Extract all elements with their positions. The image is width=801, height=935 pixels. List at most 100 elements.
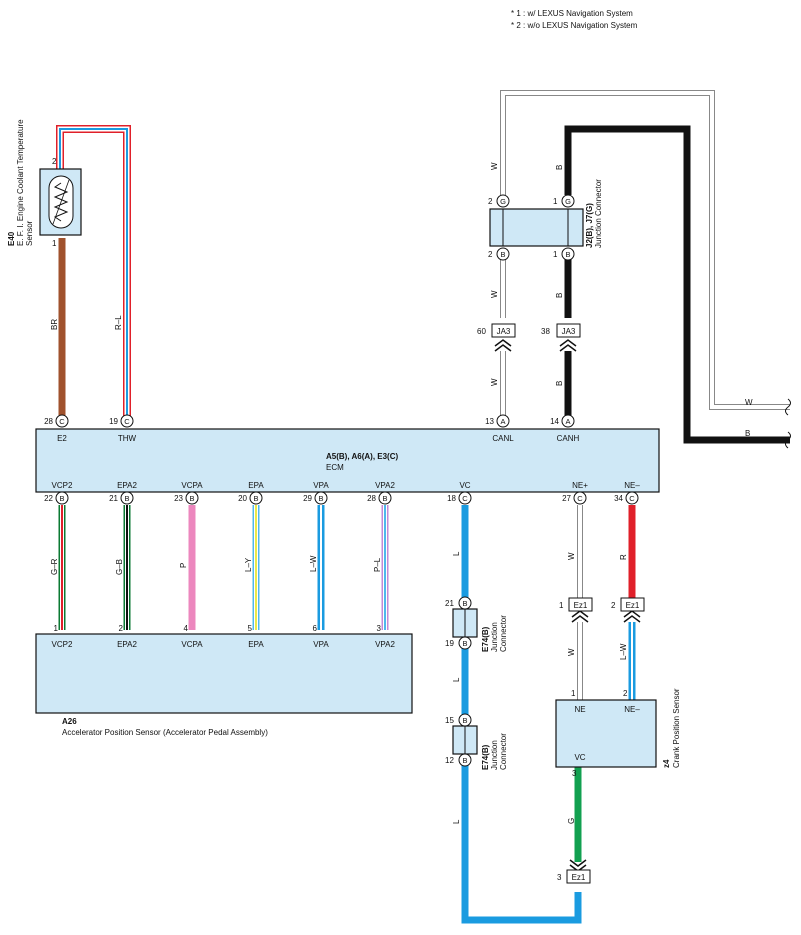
ecm-top-pin-label: E2 bbox=[57, 434, 67, 443]
ez1-tag-2 bbox=[620, 597, 645, 612]
svg-text:Ez1: Ez1 bbox=[626, 601, 640, 610]
ecm-top-pin-conn: A bbox=[565, 417, 570, 426]
svg-text:Connector: Connector bbox=[499, 615, 508, 652]
svg-text:L–Y: L–Y bbox=[244, 557, 253, 572]
svg-text:B: B bbox=[565, 250, 570, 259]
svg-text:JA3: JA3 bbox=[497, 327, 511, 336]
ecm-top-pin-conn: C bbox=[59, 417, 65, 426]
wire-canl-w bbox=[500, 90, 790, 410]
svg-text:R: R bbox=[619, 554, 628, 560]
ecm-top-pin-label: THW bbox=[118, 434, 137, 443]
svg-text:G–R: G–R bbox=[50, 558, 59, 575]
label-b-3: B bbox=[555, 381, 564, 386]
ecm-bottom-pin-num: 22 bbox=[44, 494, 53, 503]
jc-pin-b-left bbox=[496, 247, 510, 261]
svg-text:38: 38 bbox=[541, 327, 550, 336]
ecm-top-pin-0 bbox=[55, 414, 69, 428]
ecm-bottom-pin-3 bbox=[249, 491, 263, 505]
chevron-icon-ez1-2 bbox=[623, 610, 641, 623]
ecm-top-pin-num: 19 bbox=[109, 417, 118, 426]
ecm-bottom-pin-conn: C bbox=[629, 494, 635, 503]
a26-pin-num: 2 bbox=[119, 624, 124, 633]
jc-pin-g-left bbox=[496, 194, 510, 208]
ecm-bottom-pin-num: 29 bbox=[303, 494, 312, 503]
a26-box bbox=[35, 633, 413, 714]
a26-pin-label: VPA2 bbox=[375, 640, 395, 649]
svg-text:3: 3 bbox=[557, 873, 562, 882]
ecm-bottom-pin-num: 27 bbox=[562, 494, 571, 503]
a26-pin-label: VPA bbox=[313, 640, 329, 649]
svg-text:L: L bbox=[452, 677, 461, 682]
ecm-bottom-pin-num: 20 bbox=[238, 494, 247, 503]
ecm-bottom-pin-label: EPA bbox=[248, 481, 264, 490]
ja3-tag-left bbox=[491, 323, 516, 338]
note-2: * 2 : w/o LEXUS Navigation System bbox=[511, 21, 638, 30]
svg-text:3: 3 bbox=[572, 769, 577, 778]
label-rl: R–L bbox=[114, 315, 123, 330]
a26-pin-num: 4 bbox=[184, 624, 189, 633]
ecm-bottom-pin-label: NE+ bbox=[572, 481, 588, 490]
svg-text:W: W bbox=[567, 648, 576, 656]
jc-name: Junction Connector bbox=[594, 179, 603, 248]
svg-text:Junction: Junction bbox=[490, 740, 499, 770]
svg-text:2: 2 bbox=[488, 250, 493, 259]
ecm-bottom-pin-num: 34 bbox=[614, 494, 623, 503]
svg-text:L: L bbox=[452, 551, 461, 556]
ecm-top-pin-2 bbox=[496, 414, 510, 428]
ecm-bottom-pin-conn: C bbox=[577, 494, 583, 503]
svg-text:2: 2 bbox=[488, 197, 493, 206]
ecm-bottom-pin-8 bbox=[625, 491, 639, 505]
label-w-right: W bbox=[745, 398, 753, 407]
svg-text:21: 21 bbox=[445, 599, 454, 608]
ecm-bottom-pin-num: 23 bbox=[174, 494, 183, 503]
ecm-bottom-pin-num: 18 bbox=[447, 494, 456, 503]
ecm-top-pin-num: 28 bbox=[44, 417, 53, 426]
ez1-tag-3 bbox=[566, 869, 591, 884]
note-1: * 1 : w/ LEXUS Navigation System bbox=[511, 9, 633, 18]
ecm-bottom-pin-label: NE– bbox=[624, 481, 640, 490]
jc-code: J2(B), J7(G) bbox=[585, 203, 594, 248]
svg-text:2: 2 bbox=[611, 601, 616, 610]
ez1-tag-1 bbox=[568, 597, 593, 612]
a26-name: Accelerator Position Sensor (Accelerator… bbox=[62, 728, 268, 737]
ecm-bottom-pin-label: VPA bbox=[313, 481, 329, 490]
a26-pin-label: VCPA bbox=[181, 640, 203, 649]
ecm-top-pin-conn: A bbox=[500, 417, 505, 426]
svg-text:G: G bbox=[500, 197, 506, 206]
a26-pin-label: EPA bbox=[248, 640, 264, 649]
a26-pin-label: EPA2 bbox=[117, 640, 137, 649]
svg-text:1: 1 bbox=[553, 197, 558, 206]
label-b-2: B bbox=[555, 293, 564, 298]
ecm-top-pin-num: 14 bbox=[550, 417, 559, 426]
ecm-bottom-pin-7 bbox=[573, 491, 587, 505]
svg-text:60: 60 bbox=[477, 327, 486, 336]
svg-text:15: 15 bbox=[445, 716, 454, 725]
a26-code: A26 bbox=[62, 717, 77, 726]
svg-text:P–L: P–L bbox=[373, 557, 382, 572]
svg-text:2: 2 bbox=[623, 689, 628, 698]
svg-text:B: B bbox=[462, 756, 467, 765]
svg-text:NE–: NE– bbox=[624, 705, 640, 714]
ja3-tag-right bbox=[556, 323, 581, 338]
jc-pin-g-right bbox=[561, 194, 575, 208]
svg-text:B: B bbox=[462, 599, 467, 608]
label-br: BR bbox=[50, 319, 59, 330]
ecm-top-pin-num: 13 bbox=[485, 417, 494, 426]
chevron-icon-ja3-right bbox=[559, 339, 577, 352]
ecm-bottom-pin-1 bbox=[120, 491, 134, 505]
svg-text:L: L bbox=[452, 819, 461, 824]
ecm-bottom-pin-0 bbox=[55, 491, 69, 505]
ecm-bottom-pin-6 bbox=[458, 491, 472, 505]
chevron-icon-ja3-left bbox=[494, 339, 512, 352]
e40-pin-2: 2 bbox=[52, 157, 57, 166]
label-b-1: B bbox=[555, 165, 564, 170]
a26-pin-num: 5 bbox=[248, 624, 253, 633]
ecm-bottom-pin-label: VC bbox=[459, 481, 470, 490]
svg-text:G: G bbox=[565, 197, 571, 206]
svg-text:JA3: JA3 bbox=[562, 327, 576, 336]
a26-pin-num: 6 bbox=[313, 624, 318, 633]
svg-text:P: P bbox=[179, 563, 188, 568]
ecm-bottom-pin-conn: B bbox=[382, 494, 387, 503]
svg-text:W: W bbox=[567, 552, 576, 560]
